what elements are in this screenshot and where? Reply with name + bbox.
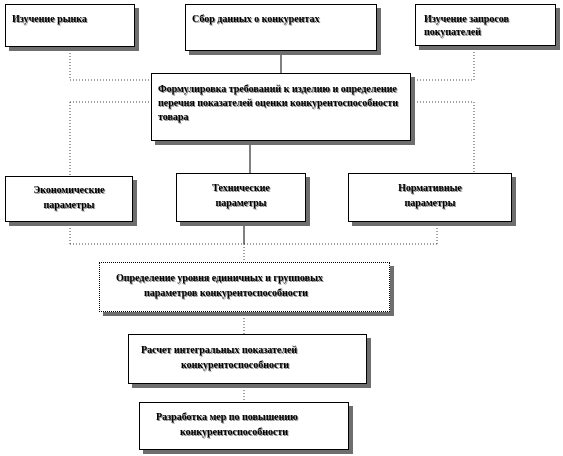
requirements-label: Формулировка требований к изделию и опре…: [158, 84, 399, 123]
measures-label-line2: конкурентоспособности: [180, 427, 289, 438]
measures-label-line1: Разработка мер по повышению: [156, 412, 298, 423]
buyer-requests-label: Изучение запросов покупателей: [424, 14, 509, 38]
levels-label-line2: параметров конкурентоспособности: [144, 288, 308, 299]
levels-label-line1: Определение уровня единичных и групповых: [116, 273, 323, 284]
integral-label-line2: конкурентоспособности: [181, 360, 290, 371]
market-study-label: Изучение рынка: [12, 14, 87, 25]
economic-params-label: Экономические параметры: [33, 185, 105, 211]
normative-params-label: Нормативные параметры: [398, 183, 462, 209]
levels-box: Определение уровня единичных и групповых…: [99, 262, 390, 312]
technical-params-label: Технические параметры: [212, 183, 270, 209]
technical-params-box: Технические параметры: [176, 173, 306, 222]
integral-box: Расчет интегральных показателей конкурен…: [128, 334, 367, 384]
competitor-data-box: Сбор данных о конкурентах: [185, 4, 377, 51]
market-study-box: Изучение рынка: [5, 4, 135, 47]
buyer-requests-box: Изучение запросов покупателей: [415, 4, 556, 46]
requirements-box: Формулировка требований к изделию и опре…: [151, 73, 411, 141]
economic-params-box: Экономические параметры: [5, 176, 133, 222]
measures-box: Разработка мер по повышению конкурентосп…: [139, 402, 349, 450]
competitor-data-label: Сбор данных о конкурентах: [192, 14, 320, 25]
integral-label-line1: Расчет интегральных показателей: [141, 345, 298, 356]
normative-params-box: Нормативные параметры: [348, 173, 512, 222]
